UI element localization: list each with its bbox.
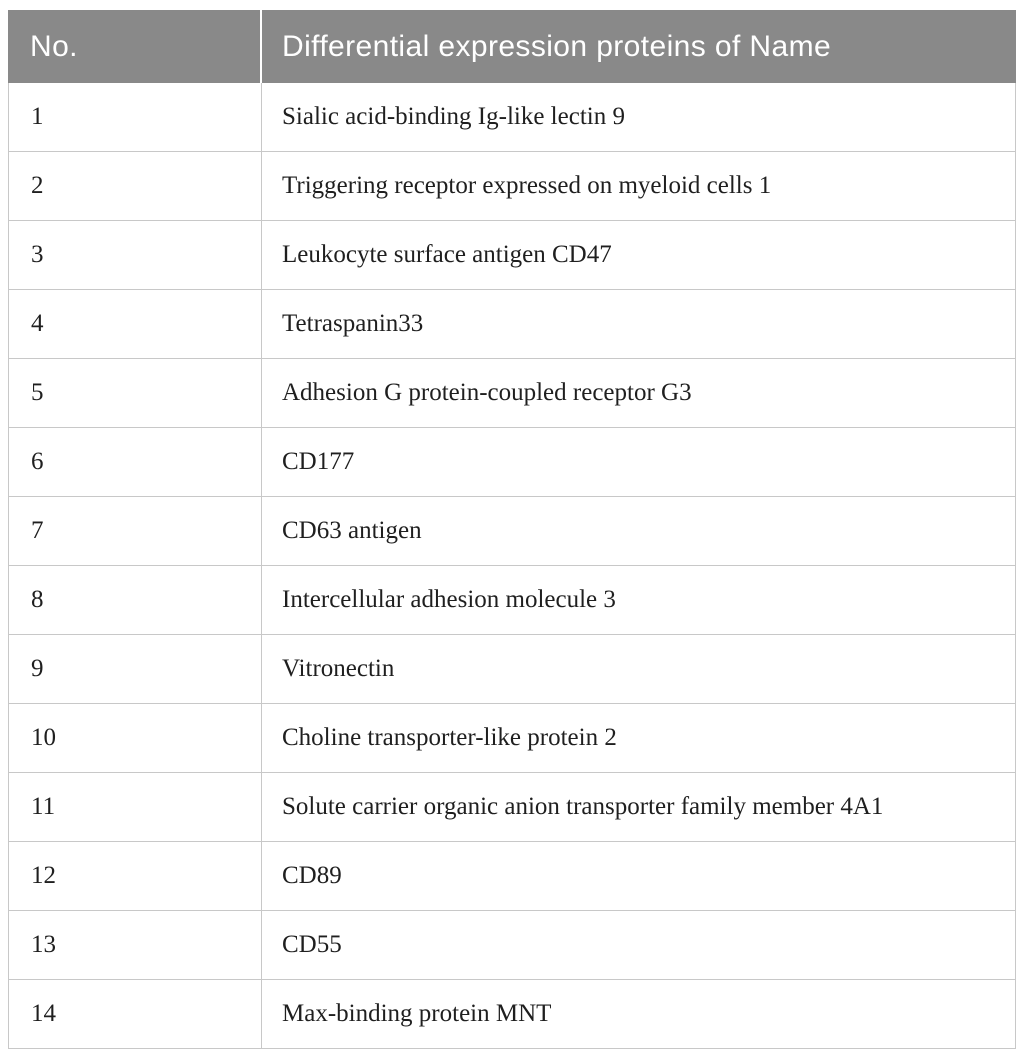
protein-name-cell: CD55 bbox=[262, 911, 1016, 980]
row-number-cell: 14 bbox=[8, 980, 262, 1049]
protein-name-cell: Triggering receptor expressed on myeloid… bbox=[262, 152, 1016, 221]
protein-name-cell: CD177 bbox=[262, 428, 1016, 497]
protein-name-cell: Tetraspanin33 bbox=[262, 290, 1016, 359]
row-number-cell: 3 bbox=[8, 221, 262, 290]
table-body: 1 Sialic acid-binding Ig-like lectin 9 2… bbox=[8, 83, 1016, 1049]
row-number-cell: 10 bbox=[8, 704, 262, 773]
protein-name-cell: Leukocyte surface antigen CD47 bbox=[262, 221, 1016, 290]
table-row: 13 CD55 bbox=[8, 911, 1016, 980]
table-row: 3 Leukocyte surface antigen CD47 bbox=[8, 221, 1016, 290]
row-number-cell: 11 bbox=[8, 773, 262, 842]
row-number-cell: 13 bbox=[8, 911, 262, 980]
header-row: No. Differential expression proteins of … bbox=[8, 10, 1016, 83]
row-number-cell: 5 bbox=[8, 359, 262, 428]
table-row: 10 Choline transporter-like protein 2 bbox=[8, 704, 1016, 773]
differential-expression-proteins-table: No. Differential expression proteins of … bbox=[8, 10, 1016, 1049]
table-row: 1 Sialic acid-binding Ig-like lectin 9 bbox=[8, 83, 1016, 152]
table-row: 5 Adhesion G protein-coupled receptor G3 bbox=[8, 359, 1016, 428]
table-header: No. Differential expression proteins of … bbox=[8, 10, 1016, 83]
table-row: 6 CD177 bbox=[8, 428, 1016, 497]
protein-name-cell: Choline transporter-like protein 2 bbox=[262, 704, 1016, 773]
protein-name-cell: Sialic acid-binding Ig-like lectin 9 bbox=[262, 83, 1016, 152]
header-cell-no: No. bbox=[8, 10, 262, 83]
protein-name-cell: Solute carrier organic anion transporter… bbox=[262, 773, 1016, 842]
table-row: 11 Solute carrier organic anion transpor… bbox=[8, 773, 1016, 842]
table-row: 12 CD89 bbox=[8, 842, 1016, 911]
table-row: 14 Max-binding protein MNT bbox=[8, 980, 1016, 1049]
row-number-cell: 9 bbox=[8, 635, 262, 704]
row-number-cell: 8 bbox=[8, 566, 262, 635]
protein-name-cell: Max-binding protein MNT bbox=[262, 980, 1016, 1049]
row-number-cell: 2 bbox=[8, 152, 262, 221]
row-number-cell: 6 bbox=[8, 428, 262, 497]
table-row: 2 Triggering receptor expressed on myelo… bbox=[8, 152, 1016, 221]
protein-name-cell: CD63 antigen bbox=[262, 497, 1016, 566]
protein-name-cell: Vitronectin bbox=[262, 635, 1016, 704]
row-number-cell: 1 bbox=[8, 83, 262, 152]
protein-name-cell: Intercellular adhesion molecule 3 bbox=[262, 566, 1016, 635]
protein-name-cell: Adhesion G protein-coupled receptor G3 bbox=[262, 359, 1016, 428]
table-row: 7 CD63 antigen bbox=[8, 497, 1016, 566]
header-cell-protein-name: Differential expression proteins of Name bbox=[262, 10, 1016, 83]
table-row: 4 Tetraspanin33 bbox=[8, 290, 1016, 359]
row-number-cell: 12 bbox=[8, 842, 262, 911]
table-row: 9 Vitronectin bbox=[8, 635, 1016, 704]
row-number-cell: 7 bbox=[8, 497, 262, 566]
row-number-cell: 4 bbox=[8, 290, 262, 359]
protein-name-cell: CD89 bbox=[262, 842, 1016, 911]
protein-table-container: No. Differential expression proteins of … bbox=[8, 10, 1016, 1049]
table-row: 8 Intercellular adhesion molecule 3 bbox=[8, 566, 1016, 635]
